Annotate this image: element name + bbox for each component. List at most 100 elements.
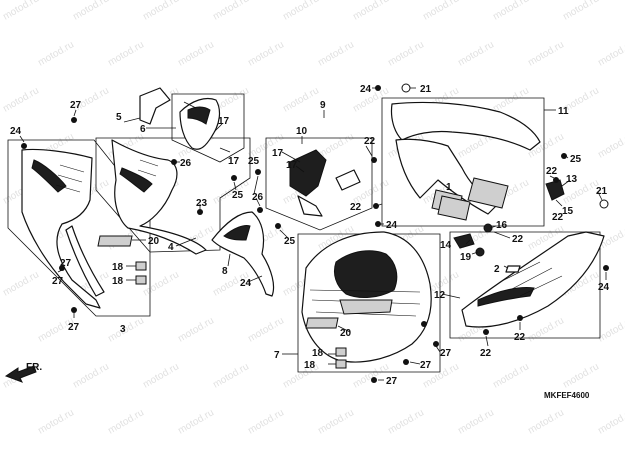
bolt-27-a [71,117,77,123]
bolt-27-d [433,341,439,347]
watermark-text-88: motod.ru [561,361,601,390]
bolt-25-b [275,223,281,229]
bracket-9-plate [335,169,361,191]
watermark-text-38: motod.ru [596,131,625,160]
bolt-27-c [71,307,77,313]
frame-3 [7,139,151,317]
callout-19: 19 [460,252,472,263]
frame-11 [381,97,545,227]
grommet-18-d [335,359,347,369]
sticker-20-left [97,235,133,247]
frame-4 [95,137,251,253]
bolt-22-a [371,157,377,163]
cowl-3-body [21,148,101,309]
watermark-text-85: motod.ru [351,361,391,390]
callout-5: 5 [116,112,122,123]
callout-11: 11 [558,106,569,117]
frame-9 [265,137,373,231]
part-16-fastener[interactable] [483,223,493,233]
cowl-7-vent [333,250,398,298]
watermark-text-0: motod.ru [1,0,41,23]
bolt-25-c [255,169,261,175]
watermark-text-71: motod.ru [106,315,146,344]
callout-3: 3 [120,324,126,335]
bolt-24-b [375,85,381,91]
bolt-22-c [553,177,559,183]
cowl-4-body [111,139,207,255]
part-6-upper-inner-cover[interactable] [171,93,245,163]
callout-16: 16 [496,220,508,231]
clip-2 [505,265,521,273]
watermark-text-60: motod.ru [1,269,41,298]
callout-14: 14 [440,240,452,251]
panel-1 [437,195,471,221]
callout-22: 22 [480,348,492,359]
callout-15: 15 [562,206,574,217]
callout-22: 22 [514,332,526,343]
panel-5 [139,87,171,125]
watermark-text-62: motod.ru [141,269,181,298]
callout-27: 27 [60,258,72,269]
watermark-text-94: motod.ru [316,407,356,436]
panel-11-label [467,177,509,209]
watermark-text-72: motod.ru [176,315,216,344]
diagram-code: MKFEF4600 [544,391,590,400]
bolt-27-b [59,265,65,271]
callout-17: 17 [218,116,230,127]
watermark-text-15: motod.ru [386,39,426,68]
part-20-sticker[interactable] [97,235,339,329]
front-label: FR. [26,362,42,373]
part-8-inner-panel[interactable] [211,211,275,297]
callout-7: 7 [274,350,280,361]
callout-18: 18 [312,348,324,359]
callout-17: 17 [272,148,284,159]
front-direction-indicator: FR. [4,362,42,383]
part-1-panel[interactable] [437,195,471,221]
panel-8-slot [223,225,251,241]
callout-26: 26 [252,192,264,203]
under-12-hatch [499,261,563,297]
part-19-fastener[interactable] [475,247,485,257]
fastener-16 [483,223,493,233]
watermark-text-27: motod.ru [491,85,531,114]
bolt-24-c [375,221,381,227]
front-arrow-icon [4,365,37,383]
callout-labels: 24 27 5 6 17 17 26 25 23 4 8 24 25 26 25… [10,84,610,387]
watermark-text-87: motod.ru [491,361,531,390]
bolt-22-f [421,321,427,327]
bracket-10-body [289,149,327,197]
grommet-18-c [335,347,347,357]
watermark-text-98: motod.ru [596,407,625,436]
callout-20: 20 [148,236,160,247]
callout-22: 22 [546,166,558,177]
watermark-text-20: motod.ru [1,85,41,114]
part-5-inner-panel[interactable] [139,87,171,125]
part-7-side-cowl-right[interactable] [297,231,441,373]
callout-22: 22 [350,202,362,213]
callout-24: 24 [386,220,398,231]
watermark-text-10: motod.ru [36,39,76,68]
watermark-text-73: motod.ru [246,315,286,344]
watermark-text-13: motod.ru [246,39,286,68]
grommet-18-b [135,275,147,285]
under-12-slot [477,287,535,307]
watermark-text-93: motod.ru [246,407,286,436]
cowl-4-vent [119,167,153,193]
callout-12: 12 [434,290,446,301]
bolt-27-e [403,359,409,365]
part-3-side-cowl-left[interactable] [7,139,151,317]
callout-25: 25 [284,236,296,247]
watermark-text-8: motod.ru [561,0,601,23]
fastener-19 [475,247,485,257]
part-4-middle-cowl[interactable] [95,137,251,255]
part-2-clip[interactable] [505,265,521,273]
watermark-text-83: motod.ru [211,361,251,390]
watermark-layer: motod.ru motod.ru motod.ru motod.ru motod.ru… [1,0,625,437]
part-12-under-cowl[interactable] [449,231,605,339]
clip-14 [453,233,475,249]
watermark-text-78: motod.ru [596,315,625,344]
bolt-22-d [517,315,523,321]
callout-24: 24 [360,84,372,95]
part-14-clip[interactable] [453,233,475,249]
